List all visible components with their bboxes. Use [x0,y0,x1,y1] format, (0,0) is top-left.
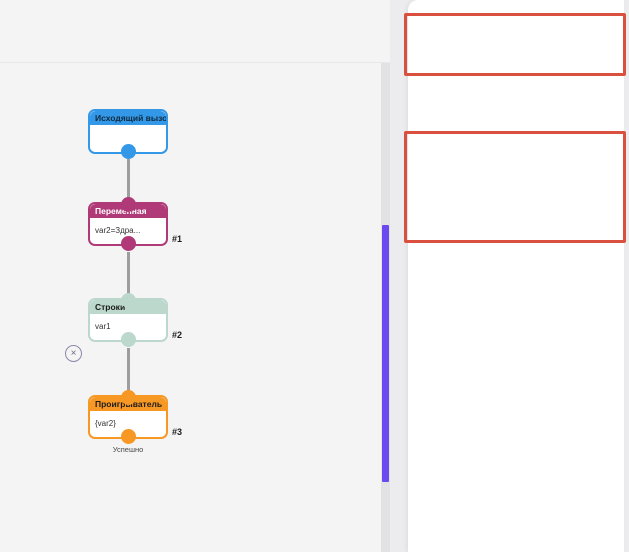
canvas-toolbar-strip [0,0,390,63]
properties-panel: Переменная: Тип функции: Шаблон: [408,0,624,552]
flow-node-outgoing-call[interactable]: Исходящий вызов [88,109,168,159]
flow-node-tag: #3 [172,427,183,437]
flow-node-sublabel: Успешно [112,445,144,454]
flow-node-body: var2=Здра... [90,218,166,244]
flow-node-tag: #2 [172,330,183,340]
canvas-scrollbar-track[interactable] [381,63,390,552]
flow-node-input-port[interactable] [120,197,136,212]
delete-node-button[interactable]: × [65,345,82,362]
flow-node-input-port[interactable] [120,390,136,405]
edge-line [126,348,130,396]
flow-canvas-surface[interactable]: Исходящий вызов Переменная var2=Здра... … [0,63,390,552]
flow-node-output-port[interactable] [120,144,136,159]
flow-node-variable[interactable]: Переменная var2=Здра... #1 [88,197,182,251]
edge-line [126,159,130,207]
flow-node-output-port[interactable] [120,236,136,251]
flow-canvas-area[interactable]: Исходящий вызов Переменная var2=Здра... … [0,0,390,552]
flow-node-player[interactable]: Проигрыватель {var2} #3 Успешно [88,390,182,454]
flow-node-strings[interactable]: Строки var1 #2 [88,293,182,347]
flow-node-tag: #1 [172,234,183,244]
flow-node-input-port[interactable] [120,293,136,308]
edge-line [126,252,130,300]
flow-node-output-port[interactable] [120,429,136,444]
canvas-scrollbar-thumb[interactable] [382,225,389,482]
flow-node-title: Исходящий вызов [90,111,166,125]
flow-node-output-port[interactable] [120,332,136,347]
